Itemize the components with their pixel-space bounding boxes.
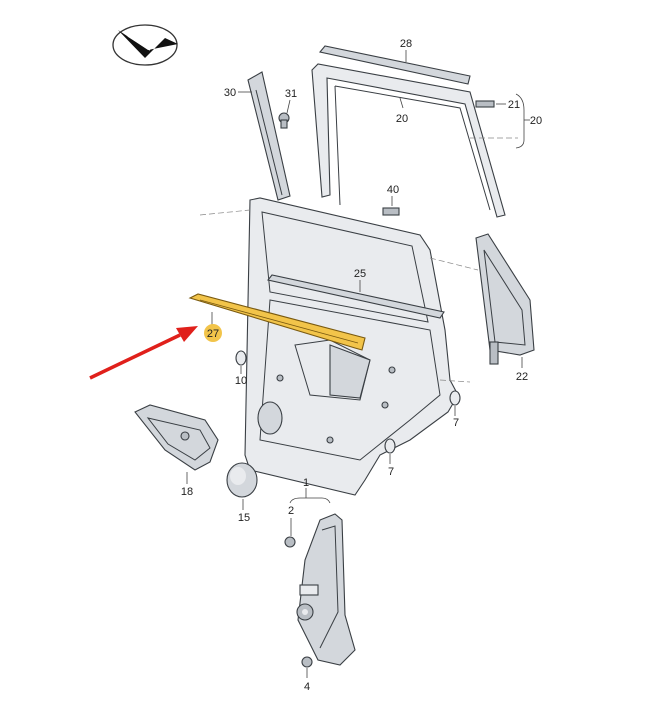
part-30-pillar-trim [247,71,291,201]
callout-40: 40 [387,184,399,196]
part-2-nut [284,536,296,548]
part-18-panel [134,404,219,471]
callout-7-upper: 7 [453,417,459,429]
part-1-window-regulator [296,513,356,666]
part-7-grommet-upper [449,390,461,406]
callout-25: 25 [354,268,366,280]
callout-30: 30 [224,87,236,99]
callout-27: 27 [207,328,219,340]
part-21-bolt [475,100,495,108]
part-27-badge [204,324,222,342]
callout-15: 15 [238,512,250,524]
part-15-round-cover [226,462,258,498]
part-40-clip [382,207,400,216]
callout-28: 28 [400,38,412,50]
part-25-inner-seal [267,274,445,319]
part-4-nut [301,656,313,668]
callout-21: 21 [508,99,520,111]
red-arrow-icon [89,326,198,380]
part-20-window-channel [311,63,506,218]
callout-20-frame: 20 [396,113,408,125]
part-31-screw [278,112,290,129]
callout-7-lower: 7 [388,466,394,478]
callout-22: 22 [516,371,528,383]
part-10-grommet [235,350,247,366]
part-27-outer-seal-highlight [188,293,366,351]
parts-catalog-logo [112,24,178,66]
part-28-window-rail [318,45,471,85]
callout-20-group: 20 [530,115,542,127]
callout-31: 31 [285,88,297,100]
callout-1: 1 [303,477,309,489]
callout-2: 2 [288,505,294,517]
callout-10: 10 [235,375,247,387]
part-7-grommet-lower [384,438,396,454]
callout-18: 18 [181,486,193,498]
callout-4: 4 [304,681,310,693]
part-22-corner-trim [475,233,535,365]
